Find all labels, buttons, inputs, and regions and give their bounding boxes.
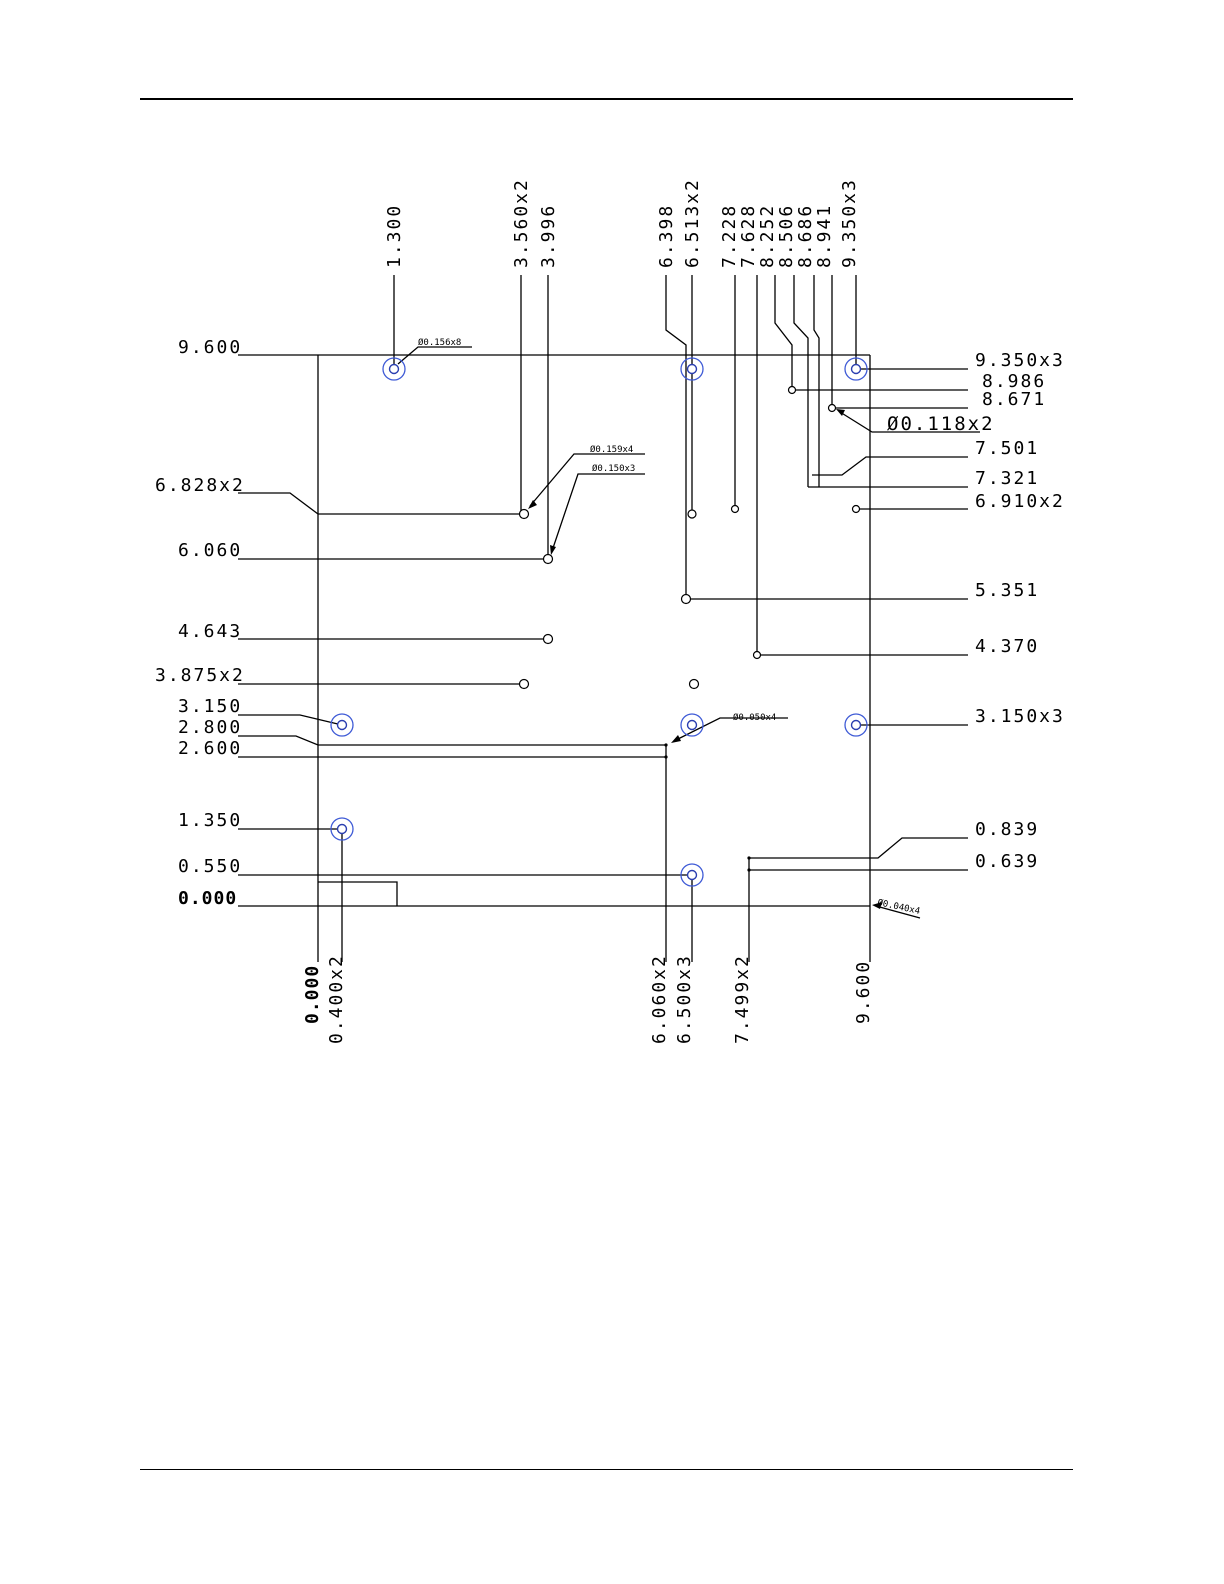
top-leaders xyxy=(393,275,857,655)
callout-label: Ø0.040x4 xyxy=(876,897,921,917)
dim-label: 8.252 xyxy=(757,204,778,268)
top-labels: 1.300 3.560x2 3.996 6.398 6.513x2 7.228 … xyxy=(384,178,860,268)
dim-label: 3.560x2 xyxy=(511,178,532,268)
dim-label: 0.550 xyxy=(178,856,242,877)
header-rule xyxy=(140,98,1073,100)
dim-label: 7.499x2 xyxy=(732,954,753,1044)
dim-label: 7.228 xyxy=(719,204,740,268)
hole xyxy=(687,509,697,519)
dim-label: 6.398 xyxy=(656,204,677,268)
hole xyxy=(752,650,762,660)
dim-label: 0.839 xyxy=(975,819,1039,840)
hole xyxy=(518,678,530,690)
dim-label: 2.800 xyxy=(178,717,242,738)
dim-label: 9.600 xyxy=(178,337,242,358)
dim-label: 8.986 xyxy=(982,371,1046,392)
callout-label: Ø0.118x2 xyxy=(887,413,995,435)
right-leaders xyxy=(686,368,968,871)
left-labels: 9.600 6.828x2 6.060 4.643 3.875x2 3.150 … xyxy=(155,337,245,909)
dim-label: 6.060x2 xyxy=(649,954,670,1044)
dim-label: 6.910x2 xyxy=(975,491,1065,512)
dim-label: 9.350x3 xyxy=(839,178,860,268)
dim-label: 0.639 xyxy=(975,851,1039,872)
hole xyxy=(688,678,700,690)
vias xyxy=(330,357,868,887)
bottom-labels: 0.000 0.400x2 6.060x2 6.500x3 7.499x2 9.… xyxy=(302,954,874,1044)
dim-label: 3.875x2 xyxy=(155,665,245,686)
dim-label: 8.941 xyxy=(814,204,835,268)
small-hole xyxy=(747,856,751,860)
dim-label: 3.150x3 xyxy=(975,706,1065,727)
dim-label-origin: 0.000 xyxy=(302,965,323,1024)
dim-label: 4.643 xyxy=(178,621,242,642)
dim-label: 7.628 xyxy=(738,204,759,268)
dim-label: 6.513x2 xyxy=(682,178,703,268)
via xyxy=(680,713,704,737)
bottom-leaders xyxy=(317,745,871,962)
hole xyxy=(827,403,837,413)
dim-label: 8.671 xyxy=(982,389,1046,410)
dim-label: 7.321 xyxy=(975,468,1039,489)
dim-label: 6.500x3 xyxy=(674,954,695,1044)
dim-label: 1.300 xyxy=(384,204,405,268)
dim-label-origin: 0.000 xyxy=(178,888,237,909)
via xyxy=(680,357,704,381)
callout-label: Ø0.156x8 xyxy=(418,337,461,348)
small-hole xyxy=(747,868,751,872)
via xyxy=(680,863,704,887)
dim-label: 8.506 xyxy=(776,204,797,268)
via xyxy=(330,817,354,841)
dim-label: 6.828x2 xyxy=(155,475,245,496)
callout-leaders xyxy=(397,346,980,919)
dim-label: 9.600 xyxy=(853,960,874,1024)
hole xyxy=(542,633,554,645)
small-hole xyxy=(664,743,668,747)
hole xyxy=(680,593,692,605)
dim-label: 0.400x2 xyxy=(326,954,347,1044)
small-hole xyxy=(664,755,668,759)
callout-label: Ø0.159x4 xyxy=(590,444,633,455)
via xyxy=(844,357,868,381)
hole xyxy=(851,504,861,514)
via xyxy=(844,713,868,737)
footer-rule xyxy=(140,1469,1073,1470)
dim-label: 8.686 xyxy=(795,204,816,268)
right-labels: 9.350x3 8.986 8.671 7.501 7.321 6.910x2 … xyxy=(975,350,1065,872)
callout-label: Ø0.150x3 xyxy=(592,463,635,474)
dim-label: 6.060 xyxy=(178,540,242,561)
dim-label: 3.150 xyxy=(178,696,242,717)
dim-label: 9.350x3 xyxy=(975,350,1065,371)
hole xyxy=(730,504,740,514)
callout-label: Ø0.050x4 xyxy=(733,712,776,723)
dim-label: 4.370 xyxy=(975,636,1039,657)
board-outline xyxy=(317,354,871,907)
holes xyxy=(518,385,861,872)
diameter-callouts: Ø0.156x8 Ø0.159x4 Ø0.150x3 Ø0.118x2 Ø0.0… xyxy=(418,337,995,917)
hole xyxy=(542,553,554,565)
dim-label: 3.996 xyxy=(538,204,559,268)
dim-label: 5.351 xyxy=(975,580,1039,601)
via xyxy=(330,713,354,737)
dim-label: 1.350 xyxy=(178,810,242,831)
dim-label: 2.600 xyxy=(178,738,242,759)
hole xyxy=(787,385,797,395)
hole xyxy=(518,508,530,520)
via xyxy=(382,357,406,381)
left-leaders xyxy=(238,354,692,907)
dim-label: 7.501 xyxy=(975,438,1039,459)
